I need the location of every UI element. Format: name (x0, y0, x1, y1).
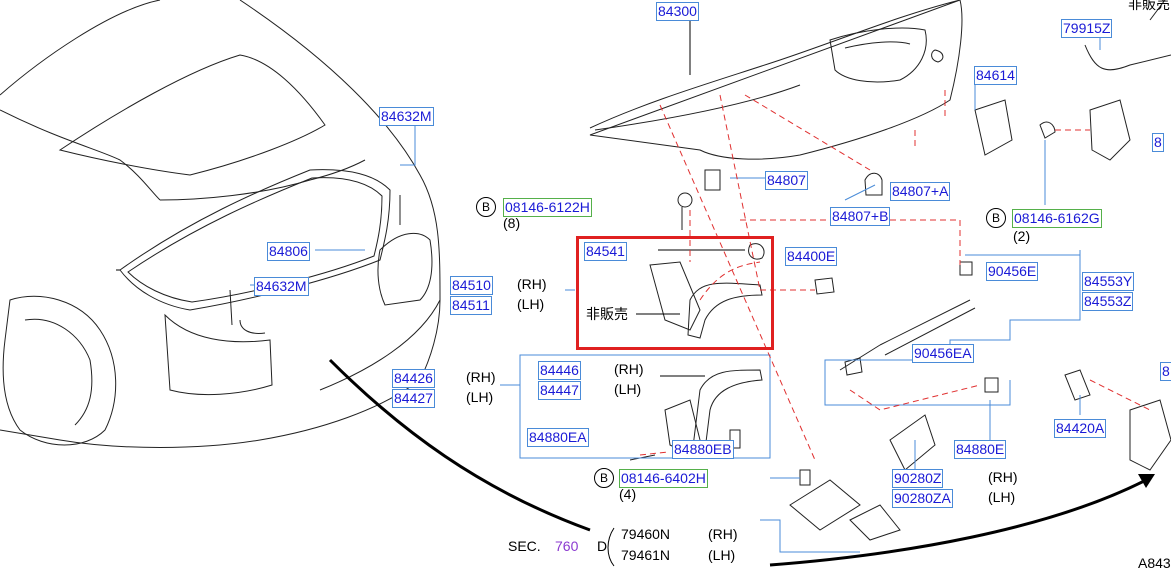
qty-08146-6402h: (4) (619, 486, 637, 502)
side-84511: (LH) (517, 296, 545, 312)
part-79915z[interactable]: 79915Z (1061, 19, 1113, 38)
qty-08146-6162g: (2) (1013, 228, 1031, 244)
side-84447: (LH) (614, 381, 642, 397)
part-84446[interactable]: 84446 (538, 361, 581, 380)
part-90280za[interactable]: 90280ZA (892, 489, 953, 508)
handle-84541-shape (649, 261, 701, 331)
not-for-sale-label-mid: 非販売 (586, 306, 628, 322)
side-90280za: (LH) (988, 489, 1016, 505)
part-84614[interactable]: 84614 (974, 66, 1017, 85)
section-label: SEC. (508, 538, 541, 554)
part-84511[interactable]: 84511 (450, 296, 492, 315)
qty-08146-6122h: (8) (503, 215, 521, 231)
part-84447[interactable]: 84447 (538, 381, 581, 400)
section-number-link[interactable]: 760 (555, 538, 579, 554)
part-08146-6122h[interactable]: 08146-6122H (503, 198, 592, 217)
part-84880ea[interactable]: 84880EA (527, 428, 589, 447)
part-84541[interactable]: 84541 (584, 242, 627, 261)
part-84880e[interactable]: 84880E (954, 440, 1007, 459)
side-90280z: (RH) (988, 469, 1018, 485)
part-84806[interactable]: 84806 (267, 242, 310, 261)
part-90280z[interactable]: 90280Z (892, 469, 944, 488)
part-84553z[interactable]: 84553Z (1082, 292, 1134, 311)
part-84807a[interactable]: 84807+A (890, 182, 951, 201)
side-84510: (RH) (517, 276, 547, 292)
circle-b-icon: B (986, 208, 1006, 228)
selected-part-highlight (576, 236, 774, 350)
part-84632m-lower[interactable]: 84632M (254, 277, 309, 296)
part-edge-right-lower[interactable]: 8 (1160, 362, 1171, 381)
side-84446: (RH) (614, 361, 644, 377)
circle-b-icon: B (476, 197, 496, 217)
part-90456e[interactable]: 90456E (986, 262, 1039, 281)
side-79460n: (RH) (708, 526, 738, 542)
part-84880eb[interactable]: 84880EB (672, 440, 734, 459)
part-08146-6402h[interactable]: 08146-6402H (619, 469, 708, 488)
side-79461n: (LH) (708, 547, 736, 563)
part-84807b[interactable]: 84807+B (830, 207, 891, 226)
arrow-head-icon (1138, 474, 1155, 488)
part-79460n: 79460N (621, 526, 671, 542)
part-84427[interactable]: 84427 (392, 389, 435, 408)
part-84553y[interactable]: 84553Y (1082, 272, 1135, 291)
part-84632m-upper[interactable]: 84632M (379, 107, 434, 126)
part-edge-right[interactable]: 8 (1152, 133, 1164, 152)
part-84510[interactable]: 84510 (450, 276, 493, 295)
not-for-sale-label-top: 非販売 (1128, 0, 1170, 12)
part-84400e[interactable]: 84400E (785, 247, 838, 266)
circle-b-icon: B (594, 468, 614, 488)
part-84420a[interactable]: 84420A (1054, 419, 1107, 438)
part-84426[interactable]: 84426 (392, 369, 435, 388)
part-08146-6162g[interactable]: 08146-6162G (1012, 209, 1102, 228)
side-84426: (RH) (466, 369, 496, 385)
car-body-outline (0, 0, 441, 448)
part-84300[interactable]: 84300 (656, 2, 699, 21)
trunk-lid-outline (589, 0, 963, 160)
part-79461n: 79461N (621, 547, 671, 563)
circle-d-label: D (597, 538, 608, 554)
flow-arrow (328, 358, 1151, 567)
part-90456ea[interactable]: 90456EA (912, 344, 974, 363)
part-84807[interactable]: 84807 (765, 171, 808, 190)
side-84427: (LH) (466, 389, 494, 405)
diagram-ref-code: A843 (1138, 555, 1171, 571)
